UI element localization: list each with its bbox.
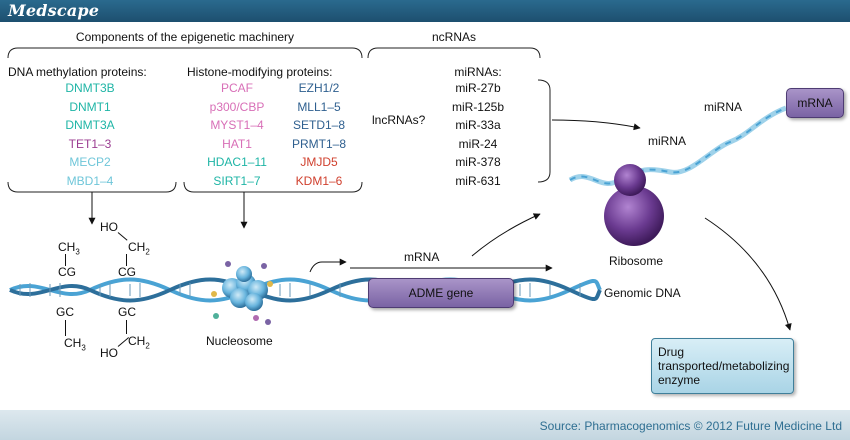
dna-methylation-item-1: DNMT1 <box>69 99 111 114</box>
dna-methylation-item-4: MECP2 <box>69 155 111 169</box>
mirna-item-0: miR-27b <box>455 81 501 95</box>
dna-methylation-item-2: DNMT3A <box>65 118 115 132</box>
mirna-item-2: miR-33a <box>455 118 501 132</box>
histone-modifying-title: Histone-modifying proteins: <box>187 65 333 79</box>
histone-right-item-1: MLL1–5 <box>297 99 341 114</box>
histone-left-item-3: HAT1 <box>222 136 252 151</box>
ribosome-label: Ribosome <box>609 254 664 268</box>
nucleosome-graphic <box>211 261 273 325</box>
histone-brace-bottom <box>183 181 363 193</box>
mirna-item-5: miR-631 <box>455 173 501 188</box>
histone-left-item-4: HDAC1–11 <box>207 155 267 169</box>
adme-gene-box: ADME gene <box>368 278 514 308</box>
lncrnas-label: lncRNAs? <box>372 113 426 127</box>
header-bar: Medscape <box>0 0 850 22</box>
histone-left-item-5: SIRT1–7 <box>213 173 261 188</box>
histone-right-item-2: SETD1–8 <box>292 118 346 132</box>
histone-right-item-3: PRMT1–8 <box>291 136 347 151</box>
histone-right-item-0: EZH1/2 <box>298 81 340 95</box>
drug-enzyme-box: Drug transported/metabolizing enzyme <box>651 338 794 394</box>
histone-left-item-0: PCAF <box>220 81 253 95</box>
histone-right-item-4: JMJD5 <box>300 155 338 169</box>
dna-rungs <box>19 283 581 297</box>
mirnas-title: miRNAs: <box>454 65 502 79</box>
nucleosome-label: Nucleosome <box>206 334 273 348</box>
histone-right-item-5: KDM1–6 <box>295 173 343 188</box>
dna-methylation-item-3: TET1–3 <box>68 136 112 151</box>
mirna-lower-label: miRNA <box>648 134 686 148</box>
ncrnas-title: ncRNAs <box>431 30 476 44</box>
mirna-item-4: miR-378 <box>455 155 501 169</box>
source-credit: Source: Pharmacogenomics © 2012 Future M… <box>539 419 842 433</box>
ncrnas-brace-top <box>367 47 541 59</box>
ribosome-graphic <box>604 164 664 246</box>
mrna-transcript-label: mRNA <box>404 250 440 264</box>
footer-bar: Source: Pharmacogenomics © 2012 Future M… <box>0 410 850 440</box>
mirna-brace-right <box>537 79 551 183</box>
mrna-box: mRNA <box>786 88 844 118</box>
mirna-item-3: miR-24 <box>458 136 498 151</box>
genomic-dna-label: Genomic DNA <box>604 286 681 300</box>
mirna-upper-label: miRNA <box>704 100 742 114</box>
dna-methylation-title: DNA methylation proteins: <box>8 65 147 79</box>
medscape-logo: Medscape <box>8 1 100 20</box>
dna-methylation-item-5: MBD1–4 <box>66 173 114 188</box>
mirna-item-1: miR-125b <box>451 99 505 114</box>
epigenetic-brace-top <box>7 47 363 59</box>
dna-methylation-item-0: DNMT3B <box>65 81 115 95</box>
histone-left-item-1: p300/CBP <box>209 99 265 114</box>
genomic-dna-helix <box>9 277 602 303</box>
histone-left-item-2: MYST1–4 <box>210 118 264 132</box>
epigenetic-machinery-title: Components of the epigenetic machinery <box>75 30 295 44</box>
